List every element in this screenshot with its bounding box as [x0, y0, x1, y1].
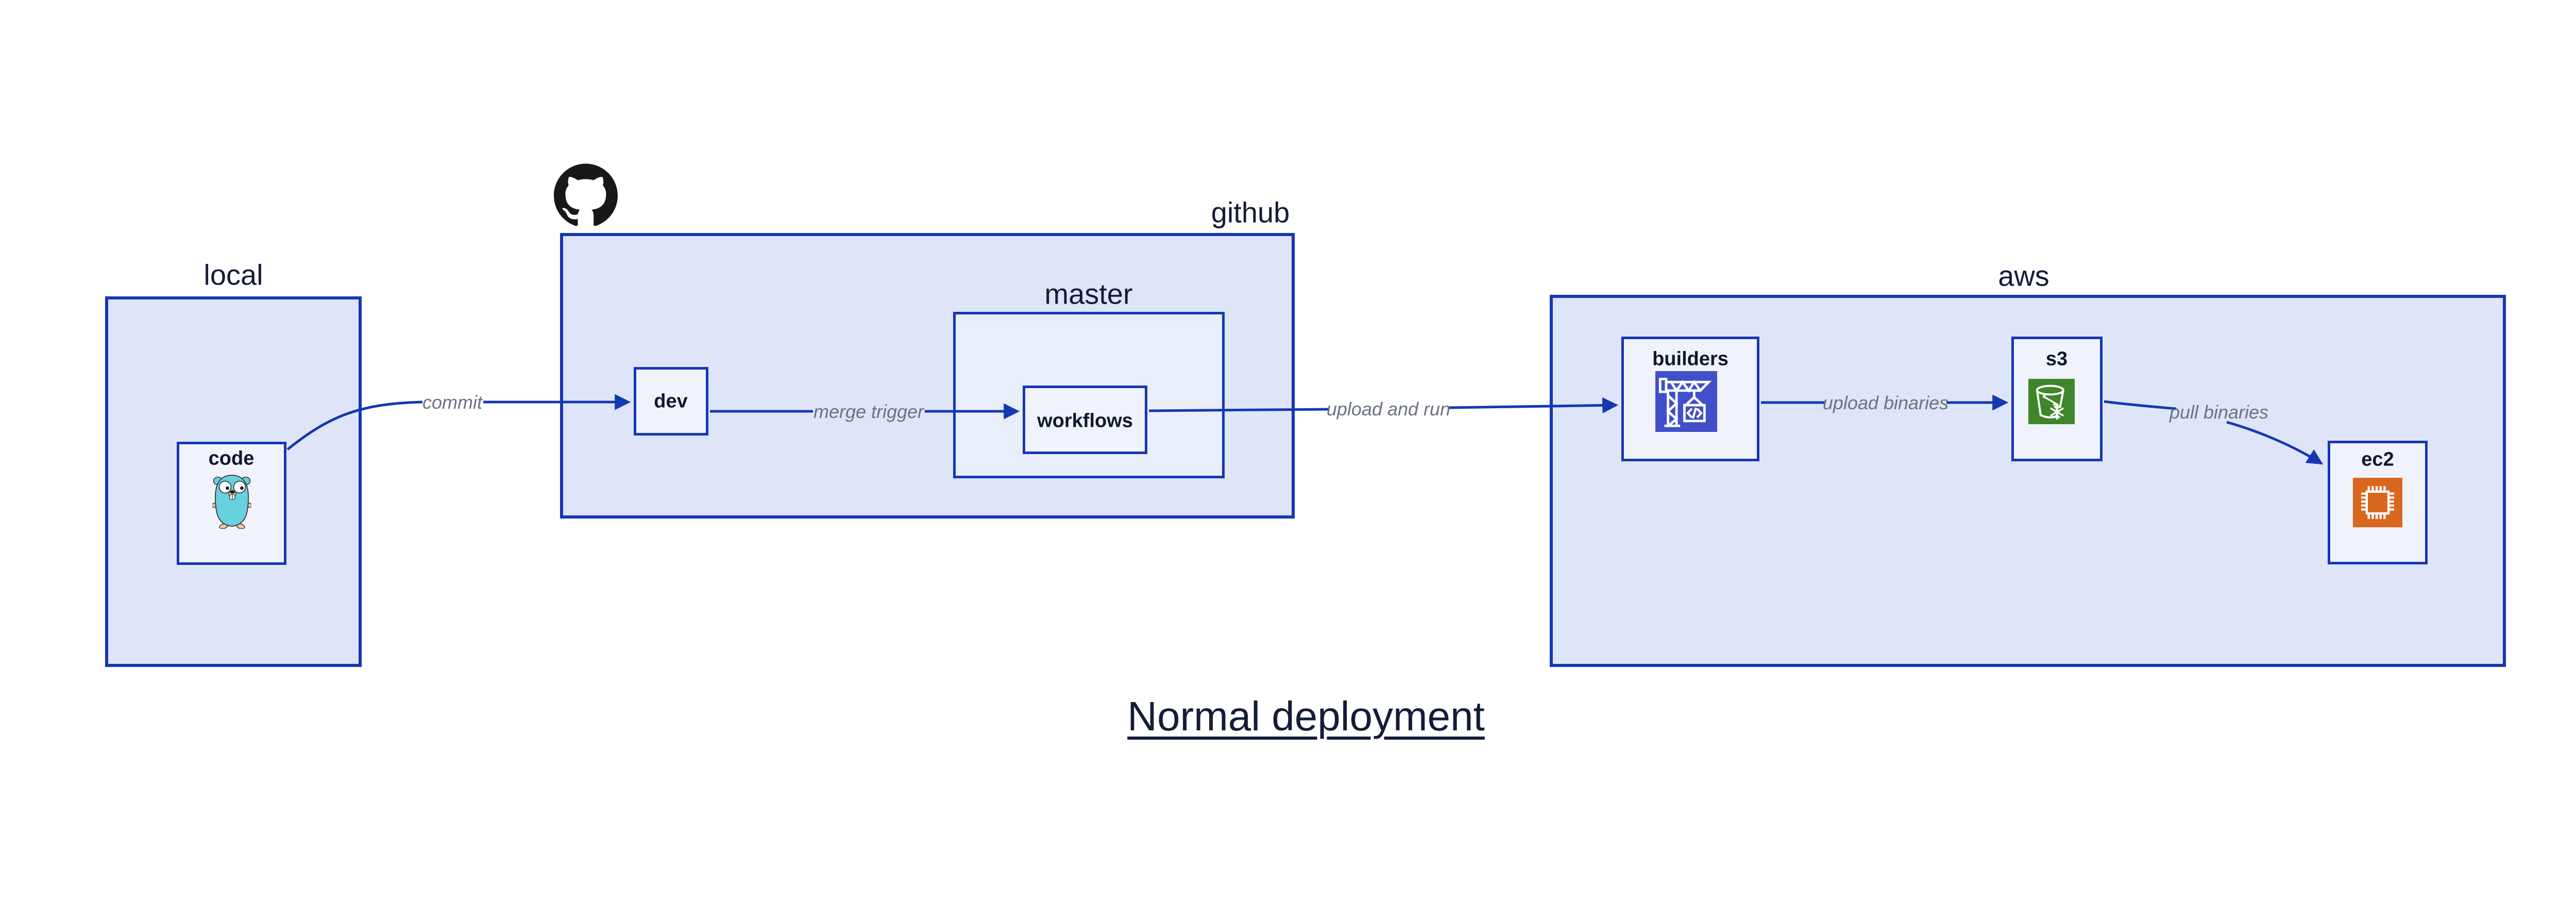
diagram-title: Normal deployment: [1127, 693, 1485, 739]
github-logo: [554, 163, 618, 227]
s3-icon-wrap: [2028, 379, 2075, 424]
bucket-snowflake-icon: [2036, 385, 2064, 420]
workflows-node-box: [1023, 386, 1147, 454]
crane-codebuild-icon: [1658, 377, 1712, 428]
octocat-icon: [554, 163, 618, 226]
edge-upload-and-run-2: [1448, 397, 1619, 413]
aws-group-label: aws: [1998, 259, 2049, 292]
edge-pull-binaries-2: [2226, 421, 2324, 465]
edge-upload-and-run: [1148, 408, 1329, 412]
edge-label-pull-binaries: pull binaries: [2169, 402, 2269, 423]
github-group-label: github: [1211, 196, 1290, 229]
local-group-label: local: [204, 258, 263, 291]
s3-node-label: s3: [2045, 348, 2068, 370]
dev-node-box: [634, 367, 708, 436]
edge-label-upload-and-run: upload and run: [1326, 398, 1451, 420]
code-icon-wrap: [212, 474, 251, 529]
builders-icon-wrap: [1655, 371, 1717, 432]
edge-label-commit: commit: [422, 392, 482, 413]
edge-label-merge-trigger: merge trigger: [813, 401, 924, 422]
master-group-label: master: [1044, 277, 1133, 310]
ec2-node-label: ec2: [2361, 448, 2394, 471]
code-node-label: code: [208, 447, 255, 470]
dev-node-label: dev: [654, 390, 688, 412]
go-gopher-icon: [212, 475, 251, 529]
edge-label-upload-binaries: upload binaries: [1822, 392, 1949, 413]
workflows-node-label: workflows: [1037, 410, 1133, 432]
ec2-icon-wrap: [2353, 478, 2402, 527]
edge-pull-binaries: [2104, 400, 2177, 410]
edge-commit: [286, 400, 423, 450]
cpu-chip-icon: [2361, 486, 2394, 519]
ec2-node-box: [2328, 441, 2428, 564]
builders-node-label: builders: [1652, 348, 1728, 370]
